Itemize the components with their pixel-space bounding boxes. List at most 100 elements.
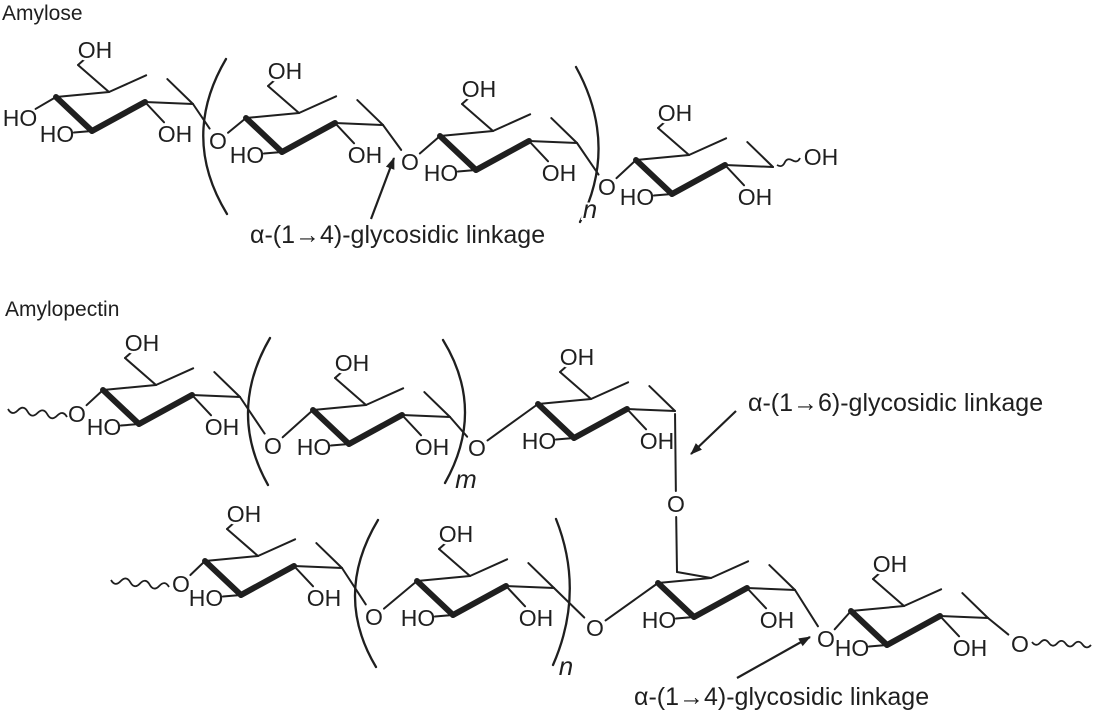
bond [746, 587, 768, 610]
c6-hydroxyl-label: OH [560, 344, 595, 370]
c2-hydroxyl-label: OH [307, 585, 342, 611]
bond [189, 560, 206, 577]
c3-hydroxyl-label: HO [230, 142, 265, 168]
bond [469, 558, 509, 577]
c4-hydroxyl-label: HO [3, 105, 38, 131]
bond [191, 394, 213, 417]
c2-hydroxyl-label: OH [415, 434, 450, 460]
bond [746, 587, 796, 591]
bond [166, 78, 194, 105]
bond [635, 154, 690, 161]
bond [334, 371, 343, 379]
alpha-1-4-linkage-label-amylose: α-(1→4)-glycosidic linkage [250, 221, 546, 249]
bond [833, 610, 852, 631]
c2-hydroxyl-label: OH [953, 635, 988, 661]
bond [439, 130, 494, 137]
bond [590, 381, 630, 400]
bond [872, 578, 905, 607]
bond [559, 365, 568, 373]
alpha-1-4-linkage-label-amylopectin: α-(1→4)-glycosidic linkage [634, 683, 930, 711]
bond [652, 193, 673, 197]
bond [192, 103, 211, 130]
bold-bond [414, 578, 456, 618]
bond [281, 409, 314, 439]
bond [746, 141, 774, 168]
chain-oxygen-label: O [68, 401, 86, 427]
bond [262, 151, 283, 155]
repeat-paren-ap-bot-open [353, 518, 380, 669]
bond [657, 577, 712, 584]
bold-bond [346, 412, 405, 447]
c2-hydroxyl-label: OH [519, 605, 554, 631]
repeat-paren-amylose-close [574, 65, 600, 224]
bold-bond [238, 563, 297, 598]
bond [245, 112, 300, 119]
bold-bond [691, 585, 750, 620]
glycosidic-oxygen-label: O [586, 615, 604, 641]
c6-hydroxyl-label: OH [873, 551, 908, 577]
repeat-subscript: n [583, 194, 597, 224]
bold-bond [535, 401, 577, 441]
bond [124, 357, 157, 386]
bond [710, 560, 750, 579]
bond [961, 592, 989, 619]
bond [226, 522, 235, 530]
bond [528, 140, 578, 144]
bond [528, 140, 550, 163]
c3-hydroxyl-label: HO [620, 184, 655, 210]
anomeric-wavy-bond [776, 157, 801, 167]
c3-hydroxyl-label: HO [522, 428, 557, 454]
bond [615, 159, 637, 180]
bond [461, 103, 494, 132]
bond [382, 580, 418, 610]
bond [267, 85, 300, 114]
bond [688, 137, 728, 156]
bond [293, 565, 343, 569]
repeat-paren-ap-top-open [246, 336, 272, 487]
bold-bond [53, 94, 95, 134]
bold-bond [100, 387, 142, 427]
bold-bond [243, 115, 285, 155]
repeat-paren-ap-top-close [441, 338, 467, 485]
c3-hydroxyl-label: HO [189, 585, 224, 611]
bond [227, 117, 247, 134]
glycosidic-oxygen-label: O [817, 626, 835, 652]
c2-hydroxyl-label: OH [205, 414, 240, 440]
glycosidic-oxygen-label: O [209, 128, 227, 154]
bond [438, 542, 447, 550]
bond [221, 594, 242, 598]
bold-bond [136, 392, 195, 427]
chain-continuation-wavy [110, 577, 170, 590]
alpha-1-6-linkage-label: α-(1→6)-glycosidic linkage [748, 389, 1044, 417]
bond [648, 385, 676, 412]
bond [257, 538, 297, 557]
bond [72, 130, 93, 134]
c6-hydroxyl-label: OH [78, 37, 113, 63]
bond [554, 437, 575, 441]
bridge-oxygen-label: O [667, 491, 685, 517]
bond [903, 588, 943, 607]
repeat-paren-amylose-open [202, 57, 229, 216]
bond [674, 412, 677, 493]
glycosidic-oxygen-label: O [598, 174, 616, 200]
bond [987, 617, 1010, 636]
c2-hydroxyl-label: OH [348, 142, 383, 168]
bond [312, 404, 367, 411]
bond [456, 169, 477, 173]
bond [341, 567, 367, 606]
c3-hydroxyl-label: HO [40, 121, 75, 147]
bold-bond [89, 99, 148, 134]
bond [576, 142, 600, 176]
bond [239, 396, 266, 435]
anomeric-hydroxyl-label: OH [804, 144, 839, 170]
bond [768, 564, 796, 591]
repeat-paren-ap-bot-close [551, 517, 571, 667]
bond [108, 74, 148, 93]
bold-bond [450, 583, 509, 618]
